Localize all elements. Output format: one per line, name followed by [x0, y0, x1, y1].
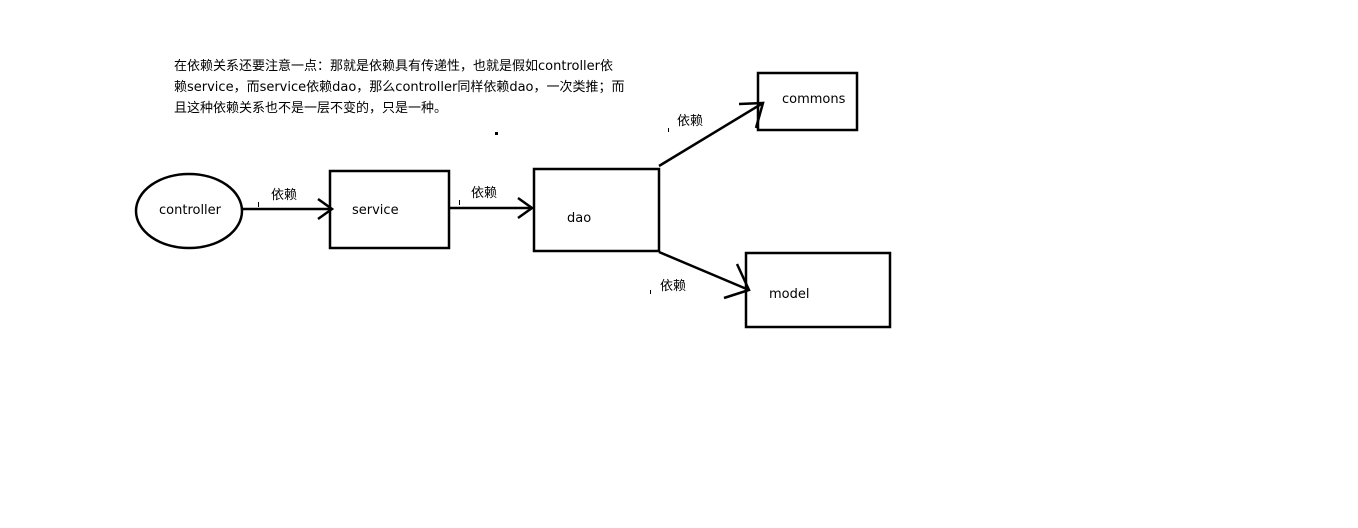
- arrow-dao-to-model: [658, 250, 751, 300]
- stray-mark-tick-2: [459, 200, 460, 205]
- stray-mark-tick-4: [650, 290, 651, 294]
- controller-node-label: controller: [159, 203, 222, 218]
- dao-node-shape: [532, 167, 661, 253]
- commons-node-shape: [756, 71, 859, 132]
- note-line-2: 赖service，而service依赖dao，那么controller同样依赖d…: [174, 80, 625, 95]
- service-node-label: service: [352, 203, 399, 218]
- stray-mark-dot: [495, 132, 498, 135]
- note-line-1: 在依赖关系还要注意一点：那就是依赖具有传递性，也就是假如controller依: [174, 59, 614, 74]
- controller-node-shape: [134, 172, 244, 250]
- note-line-3: 且这种依赖关系也不是一层不变的，只是一种。: [174, 101, 448, 116]
- edge-label-controller-service: 依赖: [271, 188, 298, 203]
- edge-label-service-dao: 依赖: [471, 186, 498, 201]
- dao-node-label: dao: [567, 211, 592, 226]
- stray-mark-tick-3: [668, 128, 669, 132]
- edge-label-dao-model: 依赖: [660, 279, 687, 294]
- commons-node-label: commons: [782, 92, 846, 107]
- stray-mark-tick-1: [258, 202, 259, 207]
- dependency-note: 在依赖关系还要注意一点：那就是依赖具有传递性，也就是假如controller依 …: [174, 56, 625, 119]
- edge-label-dao-commons: 依赖: [677, 114, 704, 129]
- model-node-label: model: [769, 287, 810, 302]
- model-node-shape: [744, 251, 892, 329]
- arrow-controller-to-service: [243, 197, 335, 221]
- arrow-service-to-dao: [450, 196, 535, 220]
- arrow-dao-to-commons: [658, 101, 765, 168]
